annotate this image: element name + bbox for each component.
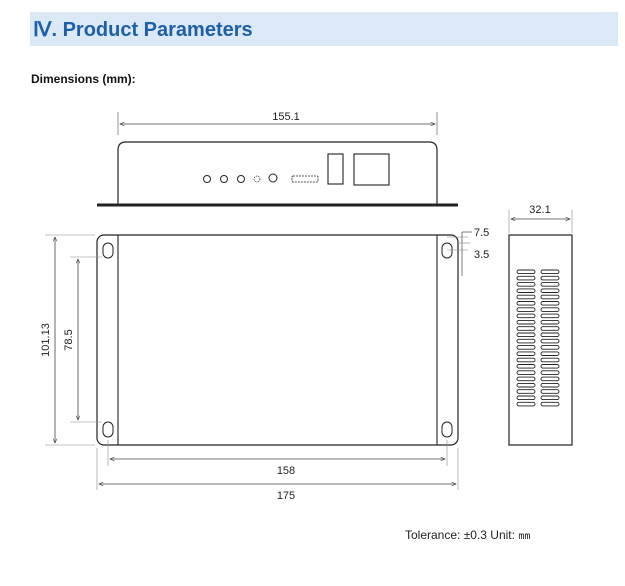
ventilation-slots	[516, 269, 560, 407]
vent-slot	[540, 357, 560, 363]
vent-slot	[516, 401, 536, 407]
vent-slot	[516, 332, 536, 338]
mounting-slot	[441, 421, 453, 438]
dimensions-label: Dimensions (mm):	[31, 72, 136, 86]
vent-slot	[540, 351, 560, 356]
vent-slot	[516, 313, 536, 319]
vent-slot	[516, 382, 536, 388]
vent-slot	[540, 370, 560, 375]
vent-slot	[516, 357, 536, 363]
front-width-label: 155.1	[272, 111, 300, 123]
section-title: Ⅳ. Product Parameters	[33, 19, 253, 41]
vent-slot	[516, 364, 536, 369]
vent-slot	[516, 376, 536, 382]
hole-spacing-horizontal-label: 158	[277, 465, 295, 477]
led-indicator	[253, 175, 261, 183]
vent-slot	[540, 313, 560, 319]
front-panel-outline	[117, 141, 438, 205]
vent-slot	[540, 364, 560, 369]
vent-slot	[540, 389, 560, 394]
led-indicator	[237, 175, 245, 183]
vent-slot	[540, 269, 560, 275]
mounting-slot	[102, 421, 114, 438]
vent-slot	[516, 351, 536, 356]
vent-slot	[540, 376, 560, 382]
front-view	[97, 112, 458, 207]
tolerance-label: Tolerance: ±0.3 Unit:	[405, 528, 515, 542]
vent-slot	[516, 326, 536, 331]
vent-slot	[516, 345, 536, 350]
vent-slot	[516, 395, 536, 401]
side-view	[508, 210, 573, 446]
vent-slot	[540, 338, 560, 344]
vent-slot	[540, 332, 560, 338]
vent-slot	[540, 301, 560, 306]
vent-slot	[516, 288, 536, 293]
vent-slot	[516, 319, 536, 325]
hole-spacing-vertical-label: 78.5	[63, 329, 75, 350]
led-indicator	[220, 175, 228, 183]
vent-slot	[516, 275, 536, 281]
base-plate-outline	[96, 234, 459, 446]
overall-width-label: 175	[277, 490, 295, 502]
led-indicator	[203, 175, 211, 183]
mounting-slot	[102, 242, 114, 259]
power-button	[268, 173, 278, 183]
tolerance-unit: mm	[518, 531, 531, 542]
mounting-slot	[441, 242, 453, 259]
outer-height-label: 101.13	[40, 323, 52, 357]
vent-slot	[516, 370, 536, 375]
vent-slot	[540, 275, 560, 281]
vent-slot	[540, 401, 560, 407]
vent-slot	[540, 319, 560, 325]
vent-slot	[540, 326, 560, 331]
vent-slot	[540, 294, 560, 300]
vent-slot	[540, 382, 560, 388]
usb-port	[327, 153, 344, 185]
tolerance-note: Tolerance: ±0.3 Unit: mm	[405, 528, 530, 542]
network-port	[353, 153, 390, 186]
vent-slot	[516, 269, 536, 275]
serial-port	[291, 175, 319, 183]
vent-slot	[516, 301, 536, 306]
hole-offset-top-label: 7.5	[474, 227, 489, 239]
vent-slot	[516, 282, 536, 287]
vent-slot	[540, 282, 560, 287]
vent-slot	[516, 294, 536, 300]
vent-slot	[516, 389, 536, 394]
vent-slot	[540, 345, 560, 350]
side-depth-label: 32.1	[529, 204, 550, 216]
vent-slot	[540, 288, 560, 293]
top-view	[45, 231, 472, 490]
vent-slot	[540, 395, 560, 401]
section-header-bar	[30, 12, 618, 46]
side-panel-outline	[508, 234, 573, 446]
vent-slot	[540, 307, 560, 312]
vent-slot	[516, 307, 536, 312]
hole-offset-small-label: 3.5	[474, 249, 489, 261]
vent-slot	[516, 338, 536, 344]
